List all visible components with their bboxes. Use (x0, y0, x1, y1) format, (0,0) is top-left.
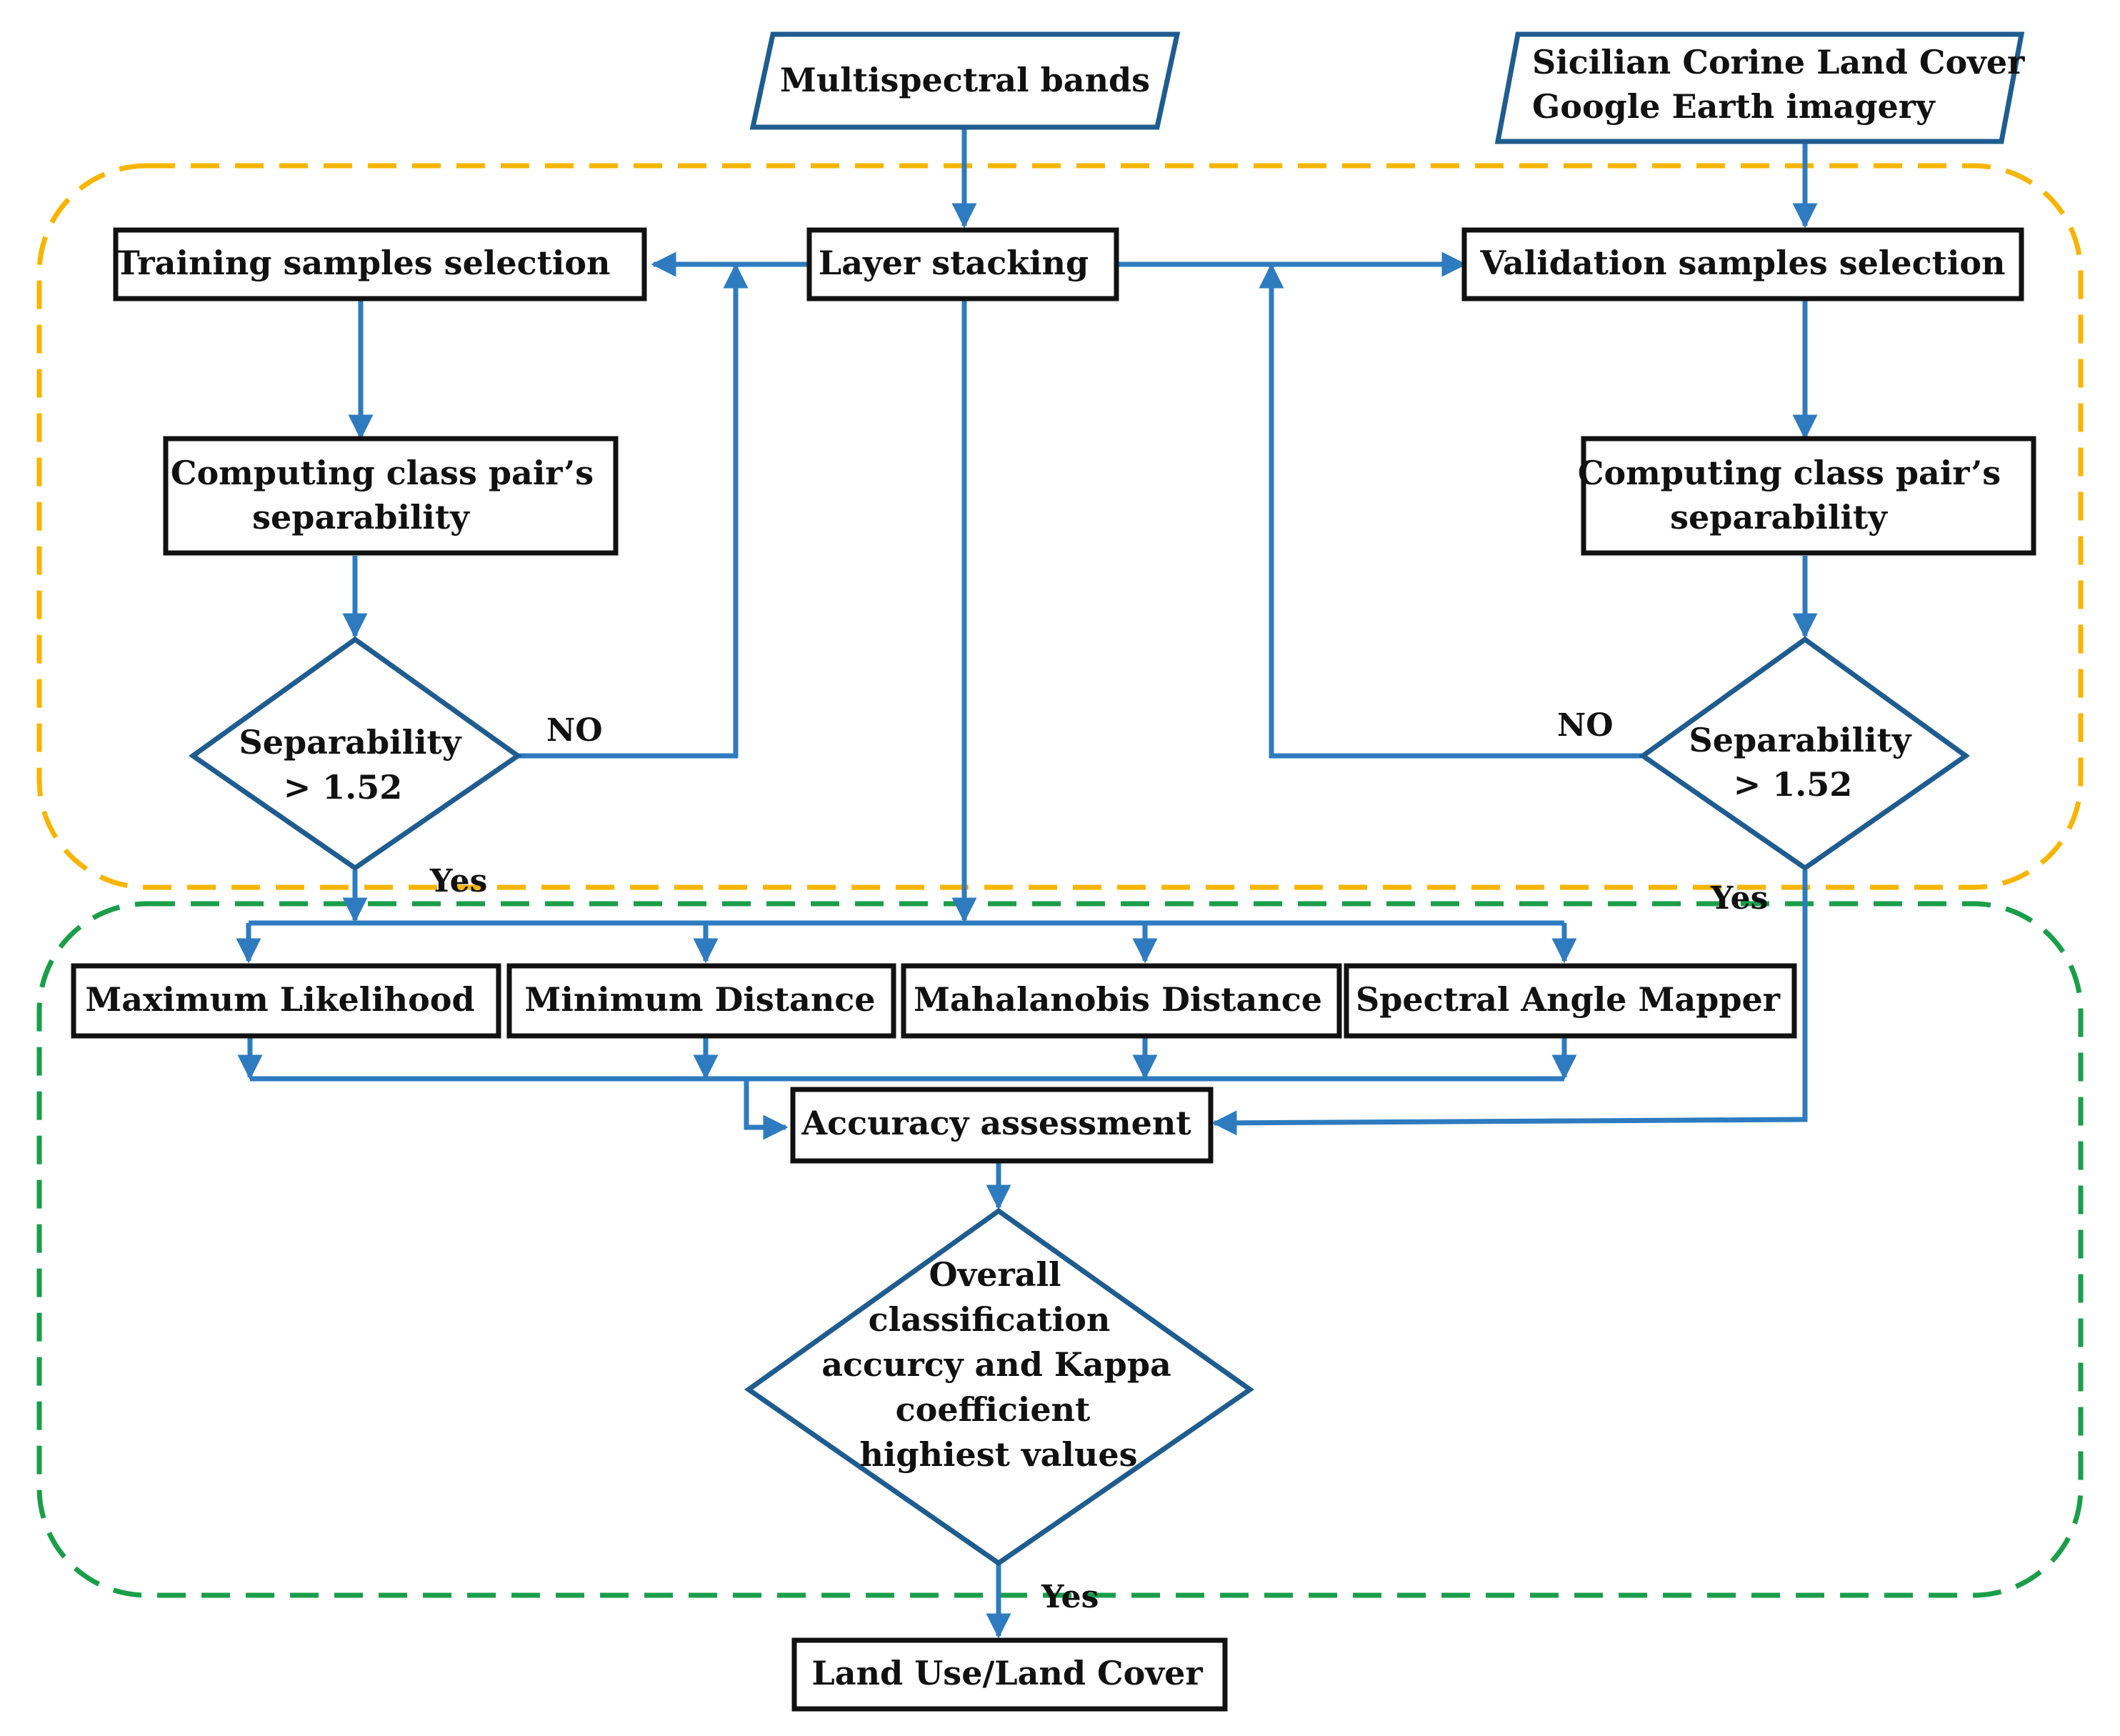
accuracy-assessment-label: Accuracy assessment (801, 1104, 1191, 1142)
input-reference-line2: Google Earth imagery (1532, 87, 1936, 126)
classifier-label: Maximum Likelihood (85, 980, 474, 1019)
layer-stacking-label: Layer stacking (819, 244, 1089, 282)
decision-separability-right: Separability > 1.52 (1638, 636, 1971, 872)
output-label: Land Use/Land Cover (811, 1654, 1203, 1692)
input-reference-data: Sicilian Corine Land Cover Google Earth … (1494, 31, 2025, 144)
final-decision-line4: coefficient (896, 1390, 1091, 1429)
decision-left-line2: > 1.52 (284, 768, 403, 807)
classifier-label: Minimum Distance (524, 980, 875, 1019)
decision-left-line1: Separability (239, 723, 461, 762)
decision-right-line1: Separability (1689, 721, 1911, 759)
final-decision-line3: accurcy and Kappa (821, 1345, 1171, 1384)
edge-right-no-loop (1259, 263, 1643, 759)
classifier-label: Mahalanobis Distance (914, 980, 1322, 1019)
classification-region (36, 901, 2084, 1598)
decision-separability-left: Separability > 1.52 (188, 636, 523, 872)
edge-right-yes-to-accuracy (1211, 870, 1808, 1136)
left-yes-label: Yes (429, 863, 487, 899)
edge-left-no-loop (518, 263, 749, 759)
classifier-label: Spectral Angle Mapper (1356, 980, 1781, 1019)
separability-calc-right-line1: Computing class pair’s (1578, 454, 2001, 492)
training-samples-label: Training samples selection (116, 244, 611, 282)
node-validation-samples: Validation samples selection (1461, 227, 2024, 301)
node-training-samples: Training samples selection (113, 227, 647, 301)
right-yes-label: Yes (1710, 880, 1768, 917)
node-output-land-use: Land Use/Land Cover (791, 1637, 1228, 1712)
separability-calc-right-line2: separability (1670, 498, 1888, 537)
input-multispectral: Multispectral bands (749, 31, 1181, 130)
final-yes-label: Yes (1041, 1579, 1099, 1615)
validation-samples-label: Validation samples selection (1479, 244, 2005, 282)
edge-bus-to-accuracy (744, 1079, 789, 1140)
left-no-label: NO (546, 712, 603, 749)
input-multispectral-label: Multispectral bands (780, 61, 1150, 99)
classifier-maximum-likelihood: Maximum Likelihood (71, 963, 501, 1039)
preprocessing-region (36, 163, 2084, 890)
input-reference-line1: Sicilian Corine Land Cover (1532, 43, 2025, 81)
node-separability-calc-left: Computing class pair’s separability (163, 436, 619, 556)
connectors (236, 129, 1818, 1639)
node-separability-calc-right: Computing class pair’s separability (1578, 436, 2036, 556)
node-accuracy-assessment: Accuracy assessment (790, 1087, 1214, 1164)
right-no-label: NO (1557, 707, 1614, 744)
classifier-minimum-distance: Minimum Distance (506, 963, 896, 1039)
node-layer-stacking: Layer stacking (806, 227, 1119, 301)
final-decision-line5: highiest values (859, 1435, 1137, 1474)
final-decision-line2: classification (869, 1300, 1111, 1339)
classifier-spectral-angle-mapper: Spectral Angle Mapper (1344, 963, 1797, 1039)
classifier-mahalanobis-distance: Mahalanobis Distance (901, 963, 1342, 1039)
decision-overall-accuracy: Overall classification accurcy and Kappa… (744, 1207, 1255, 1567)
separability-calc-left-line2: separability (252, 498, 470, 537)
separability-calc-left-line1: Computing class pair’s (171, 454, 594, 492)
final-decision-line1: Overall (929, 1255, 1061, 1294)
decision-right-line2: > 1.52 (1734, 765, 1853, 804)
